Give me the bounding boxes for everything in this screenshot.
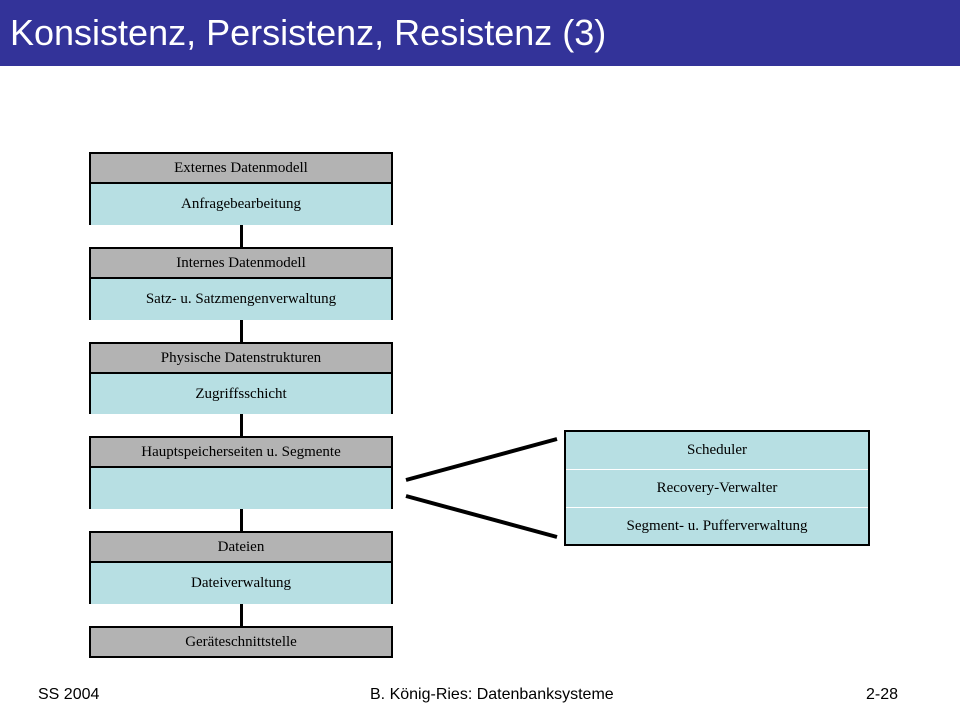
- layer-head: Externes Datenmodell: [91, 154, 391, 184]
- layer-head: Physische Datenstrukturen: [91, 344, 391, 374]
- layer-files: Dateien Dateiverwaltung: [89, 531, 393, 604]
- footer-author: B. König-Ries: Datenbanksysteme: [370, 686, 614, 703]
- layer-connector: [240, 413, 243, 437]
- layer-connector: [240, 224, 243, 248]
- layer-head: Hauptspeicherseiten u. Segmente: [91, 438, 391, 468]
- layer-connector: [240, 603, 243, 627]
- layer-body: Zugriffsschicht: [91, 374, 391, 414]
- detail-segment-buffer-manager: Segment- u. Pufferverwaltung: [626, 518, 808, 534]
- layer-connector: [240, 508, 243, 532]
- footer-page-number: 2-28: [866, 686, 899, 703]
- layer-connector: [240, 319, 243, 343]
- layer-device-interface: Geräteschnittstelle: [89, 626, 393, 658]
- expansion-line-bottom: [405, 494, 558, 539]
- layer-head: Dateien: [91, 533, 391, 563]
- detail-recovery-manager: Recovery-Verwalter: [566, 470, 868, 508]
- detail-box: Scheduler Recovery-Verwalter Segment- u.…: [564, 430, 870, 546]
- layer-body: Dateiverwaltung: [91, 563, 391, 604]
- expansion-line-top: [405, 437, 558, 482]
- layer-physical-datastructures: Physische Datenstrukturen Zugriffsschich…: [89, 342, 393, 414]
- layer-mainmemory-pages: Hauptspeicherseiten u. Segmente: [89, 436, 393, 509]
- layer-head: Internes Datenmodell: [91, 249, 391, 279]
- detail-scheduler: Scheduler: [566, 432, 868, 470]
- layer-head: Geräteschnittstelle: [91, 628, 391, 656]
- layer-body: [91, 468, 391, 509]
- slide-title: Konsistenz, Persistenz, Resistenz (3): [10, 12, 607, 53]
- footer-semester: SS 2004: [38, 686, 100, 703]
- layer-body: Satz- u. Satzmengenverwaltung: [91, 279, 391, 320]
- title-bar: Konsistenz, Persistenz, Resistenz (3): [0, 0, 960, 66]
- layer-external-datamodel: Externes Datenmodell Anfragebearbeitung: [89, 152, 393, 225]
- layer-body: Anfragebearbeitung: [91, 184, 391, 225]
- layer-internal-datamodel: Internes Datenmodell Satz- u. Satzmengen…: [89, 247, 393, 320]
